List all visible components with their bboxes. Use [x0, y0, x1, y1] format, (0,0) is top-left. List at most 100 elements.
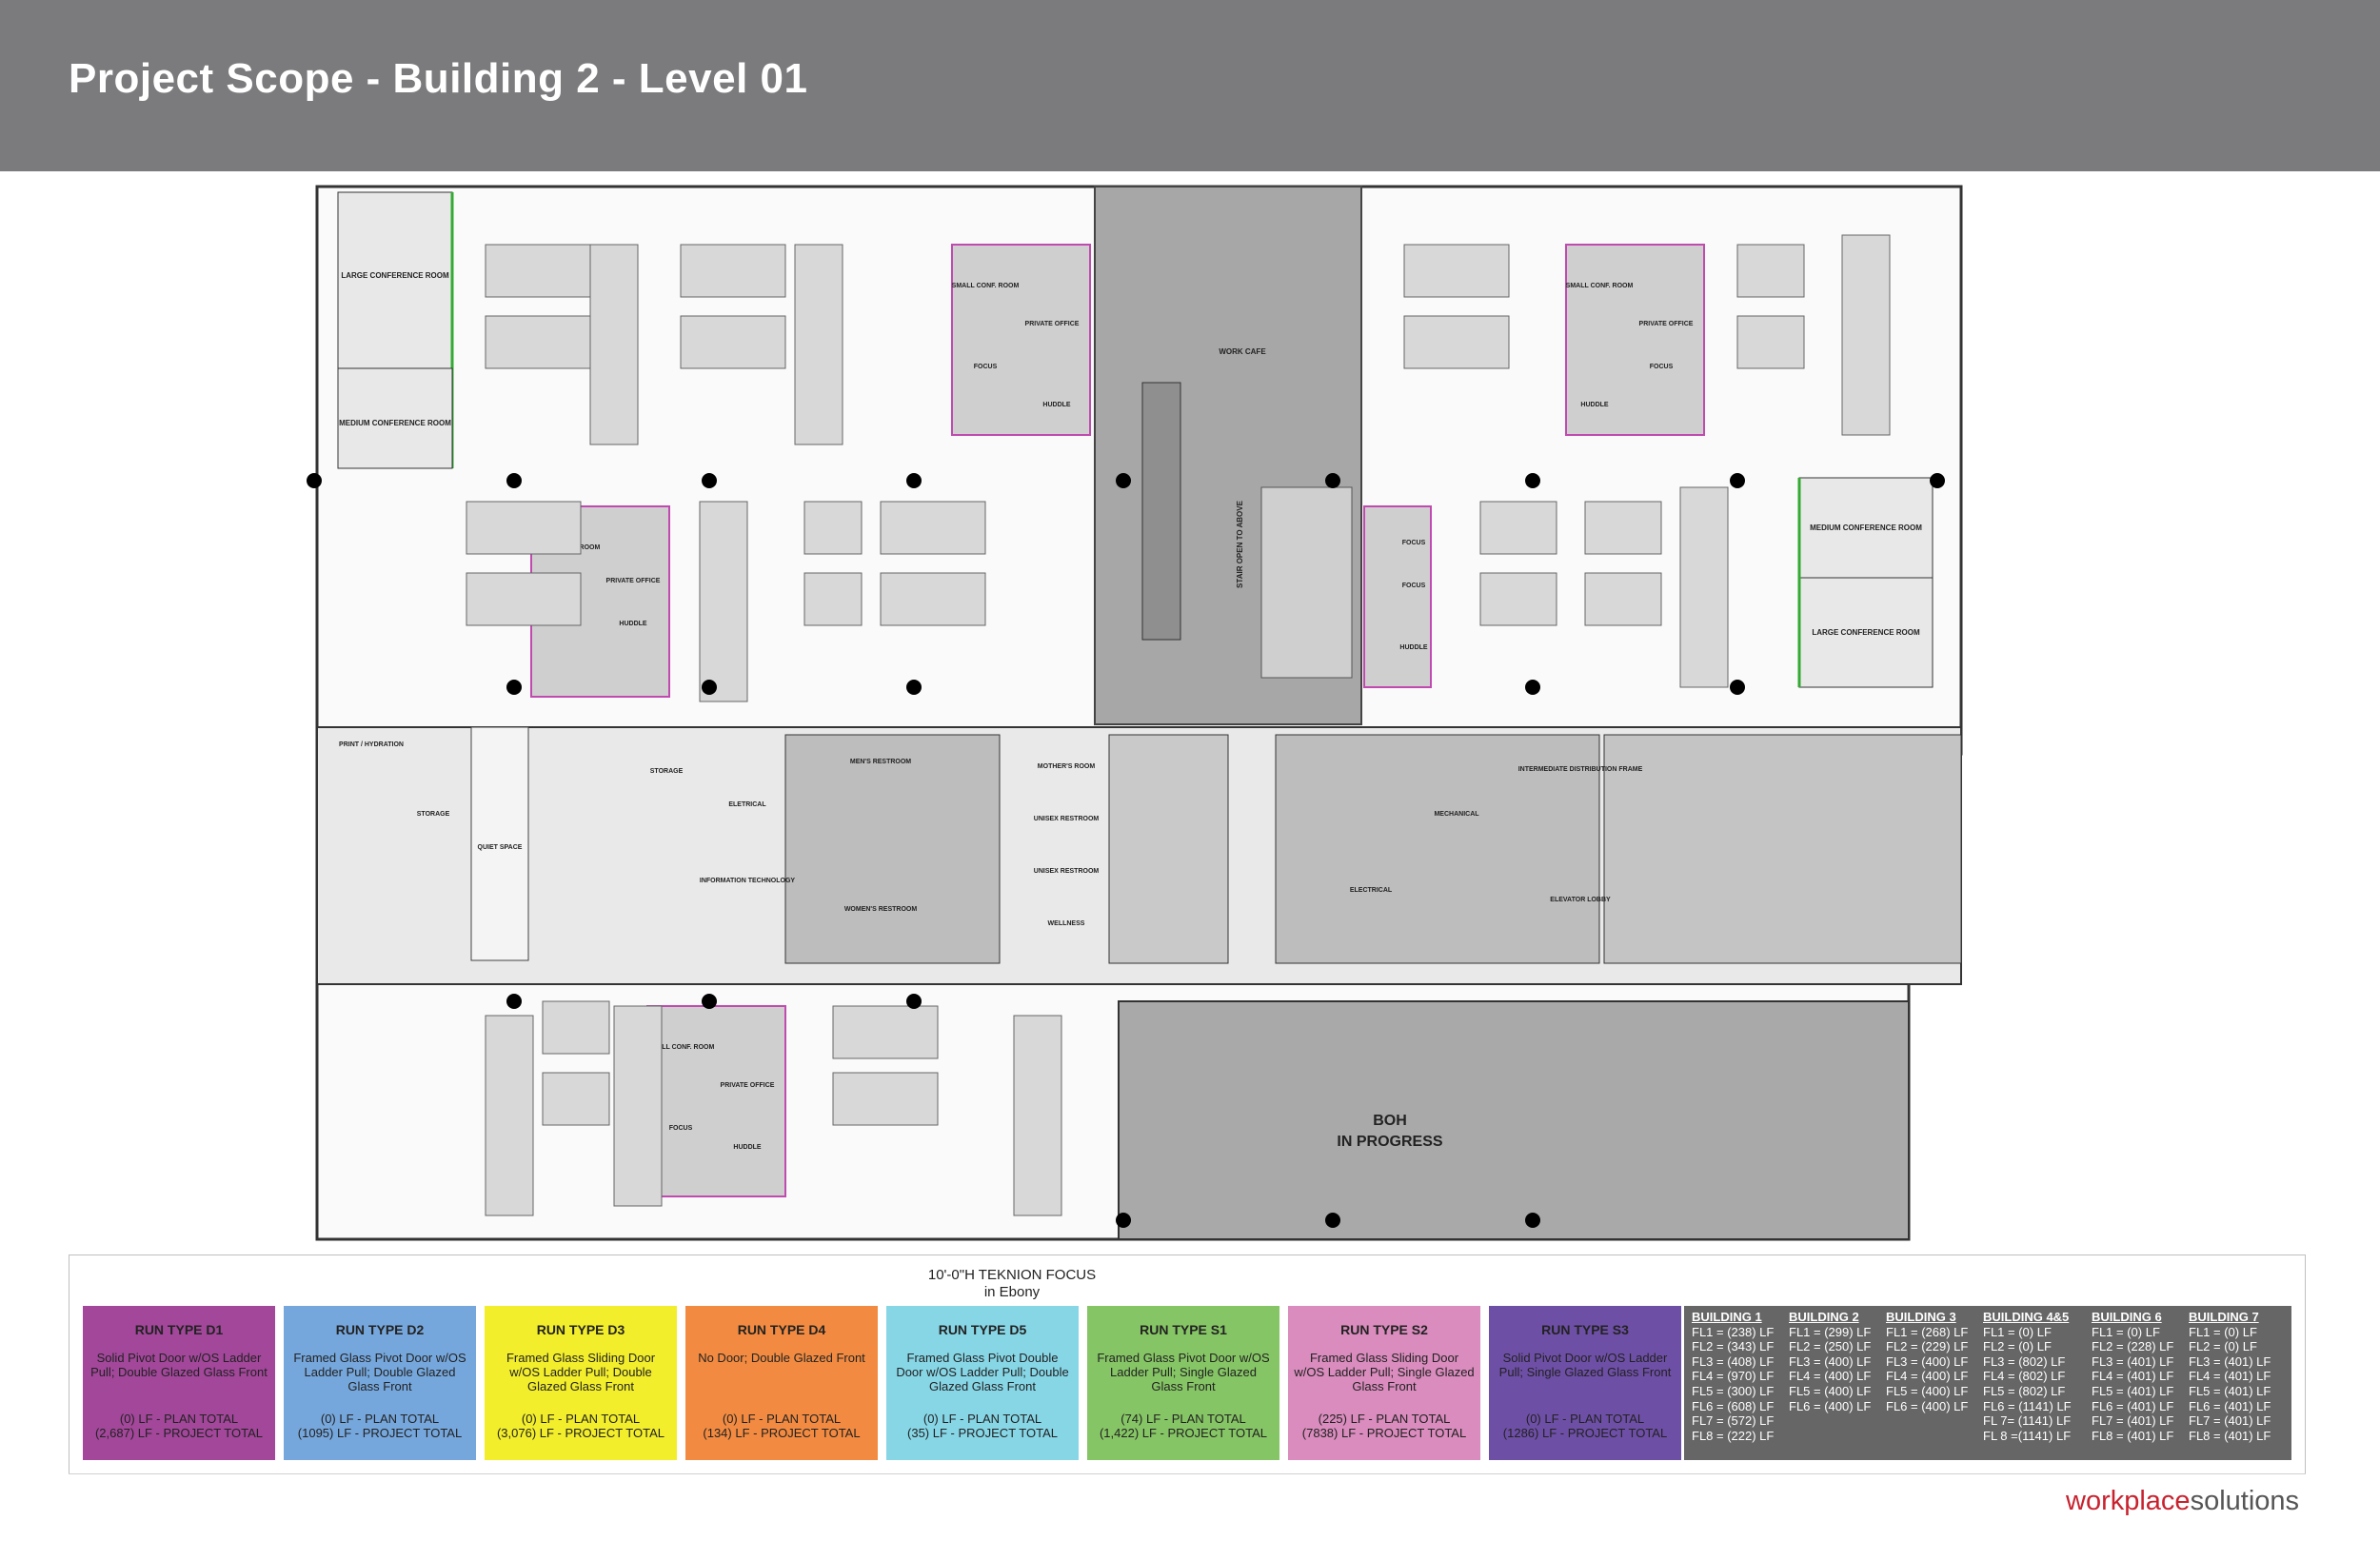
columns	[307, 473, 1945, 1228]
run-type-d2: RUN TYPE D2 Framed Glass Pivot Door w/OS…	[284, 1306, 476, 1460]
storage-label-2: STORAGE	[650, 768, 684, 775]
plan-total: (0) LF - PLAN TOTAL	[1525, 1412, 1645, 1426]
building-name: BUILDING 7	[2189, 1310, 2259, 1324]
medium-conference-room-2	[1798, 477, 1934, 579]
mechanical-label: MECHANICAL	[1434, 811, 1479, 818]
floor-total: FL1 = (0) LF	[2092, 1324, 2160, 1339]
work-cafe-label: WORK CAFE	[1219, 347, 1266, 356]
focus-label-2: FOCUS	[1650, 364, 1674, 370]
caption-line-2: in Ebony	[983, 1284, 1041, 1300]
building-7-column: BUILDING 7 FL1 = (0) LF FL2 = (0) LF FL3…	[2189, 1310, 2271, 1443]
floor-total: FL5 = (300) LF	[1692, 1383, 1775, 1398]
floor-total: FL8 = (401) LF	[2189, 1428, 2271, 1443]
floor-total: FL6 = (401) LF	[2092, 1398, 2174, 1413]
run-type-d4: RUN TYPE D4 No Door; Double Glazed Front…	[685, 1306, 878, 1460]
floor-total: FL5 = (802) LF	[1983, 1383, 2066, 1398]
wellness-label: WELLNESS	[1048, 920, 1085, 927]
floor-total: FL2 = (250) LF	[1789, 1339, 1872, 1354]
focus-label-4: FOCUS	[669, 1125, 693, 1132]
floor-total: FL 7= (1141) LF	[1983, 1413, 2072, 1429]
private-office-label-2: PRIVATE OFFICE	[1639, 321, 1694, 327]
building-2-column: BUILDING 2 FL1 = (299) LF FL2 = (250) LF…	[1789, 1310, 1871, 1413]
boh-area	[1118, 1000, 1910, 1240]
run-type-s3: RUN TYPE S3 Solid Pivot Door w/OS Ladder…	[1489, 1306, 1681, 1460]
plan-total: (0) LF - PLAN TOTAL	[722, 1412, 842, 1426]
run-description: No Door; Double Glazed Front	[698, 1351, 865, 1365]
large-conf-2-label: LARGE CONFERENCE ROOM	[1812, 628, 1920, 637]
huddle-label-2: HUDDLE	[1580, 402, 1608, 408]
floor-total: FL6 = (401) LF	[2189, 1398, 2271, 1413]
floor-plan: WORK CAFE STAIR OPEN TO ABOVE LARGE CONF…	[290, 183, 1963, 1247]
run-type-s2: RUN TYPE S2 Framed Glass Sliding Door w/…	[1288, 1306, 1480, 1460]
project-total: (1,422) LF - PROJECT TOTAL	[1099, 1426, 1268, 1440]
floor-total: FL3 = (400) LF	[1789, 1353, 1872, 1369]
floor-total: FL5 = (401) LF	[2189, 1383, 2271, 1398]
building-1-column: BUILDING 1 FL1 = (238) LF FL2 = (343) LF…	[1692, 1310, 1774, 1443]
floor-total: FL3 = (802) LF	[1983, 1353, 2066, 1369]
floor-total: FL1 = (0) LF	[1983, 1324, 2052, 1339]
project-total: (35) LF - PROJECT TOTAL	[907, 1426, 1058, 1440]
building-4-5-column: BUILDING 4&5 FL1 = (0) LF FL2 = (0) LF F…	[1983, 1310, 2072, 1443]
print-label: PRINT / HYDRATION	[339, 741, 404, 748]
floor-total: FL7 = (401) LF	[2092, 1413, 2174, 1429]
large-conference-room-1	[337, 191, 453, 369]
floor-total: FL4 = (802) LF	[1983, 1369, 2066, 1384]
floor-total: FL5 = (400) LF	[1789, 1383, 1872, 1398]
building-totals-table: BUILDING 1 FL1 = (238) LF FL2 = (343) LF…	[1684, 1306, 2291, 1460]
run-type-label: RUN TYPE D2	[335, 1322, 425, 1337]
mens-restroom-label: MEN'S RESTROOM	[850, 759, 911, 765]
office-cluster-1: SMALL CONF. ROOM PRIVATE OFFICE FOCUS HU…	[951, 244, 1091, 436]
mothers-room-label: MOTHER'S ROOM	[1038, 763, 1096, 770]
project-total: (3,076) LF - PROJECT TOTAL	[496, 1426, 665, 1440]
floor-total: FL1 = (238) LF	[1692, 1324, 1775, 1339]
private-office-label-3: PRIVATE OFFICE	[606, 578, 661, 584]
plan-total: (0) LF - PLAN TOTAL	[119, 1412, 239, 1426]
floor-total: FL7 = (572) LF	[1692, 1413, 1775, 1429]
legend-panel: 10'-0"H TEKNION FOCUS in Ebony RUN TYPE …	[69, 1255, 2306, 1473]
floor-total: FL6 = (1141) LF	[1983, 1398, 2072, 1413]
medium-conference-room-1	[337, 367, 453, 469]
medium-conf-1-label: MEDIUM CONFERENCE ROOM	[339, 419, 451, 427]
run-description: Framed Glass Sliding Door w/OS Ladder Pu…	[506, 1351, 656, 1393]
office-cluster-4: SMALL CONF. ROOM PRIVATE OFFICE FOCUS HU…	[646, 1005, 786, 1197]
run-type-label: RUN TYPE D5	[938, 1322, 1027, 1337]
elevator-lobby-label: ELEVATOR LOBBY	[1550, 897, 1611, 903]
run-type-label: RUN TYPE S1	[1140, 1322, 1227, 1337]
header-bar: Project Scope - Building 2 - Level 01	[0, 0, 2380, 171]
private-office-label-1: PRIVATE OFFICE	[1025, 321, 1080, 327]
floor-total: FL6 = (400) LF	[1886, 1398, 1969, 1413]
small-conf-label-1: SMALL CONF. ROOM	[952, 283, 1020, 289]
legend-caption: 10'-0"H TEKNION FOCUS in Ebony	[774, 1267, 1250, 1301]
plan-total: (0) LF - PLAN TOTAL	[922, 1412, 1042, 1426]
run-description: Framed Glass Pivot Double Door w/OS Ladd…	[896, 1351, 1069, 1393]
building-3-column: BUILDING 3 FL1 = (268) LF FL2 = (229) LF…	[1886, 1310, 1968, 1413]
huddle-label-1: HUDDLE	[1042, 402, 1070, 408]
office-cluster-2: SMALL CONF. ROOM PRIVATE OFFICE FOCUS HU…	[1565, 244, 1705, 436]
focus-label-6: FOCUS	[1402, 583, 1426, 589]
project-total: (7838) LF - PROJECT TOTAL	[1301, 1426, 1467, 1440]
building-name: BUILDING 6	[2092, 1310, 2162, 1324]
floor-total: FL4 = (401) LF	[2189, 1369, 2271, 1384]
floor-total: FL2 = (229) LF	[1886, 1339, 1969, 1354]
run-description: Solid Pivot Door w/OS Ladder Pull; Singl…	[1498, 1351, 1672, 1379]
run-type-label: RUN TYPE D4	[737, 1322, 826, 1337]
project-total: (1286) LF - PROJECT TOTAL	[1502, 1426, 1668, 1440]
footer-divider	[69, 1473, 2306, 1474]
run-type-label: RUN TYPE S2	[1340, 1322, 1428, 1337]
building-name: BUILDING 2	[1789, 1310, 1859, 1324]
focus-label-1: FOCUS	[974, 364, 998, 370]
large-conf-1-label: LARGE CONFERENCE ROOM	[341, 271, 449, 280]
storage-label: STORAGE	[417, 811, 450, 818]
floor-total: FL6 = (608) LF	[1692, 1398, 1775, 1413]
plan-total: (0) LF - PLAN TOTAL	[521, 1412, 641, 1426]
project-total: (2,687) LF - PROJECT TOTAL	[94, 1426, 264, 1440]
run-description: Framed Glass Sliding Door w/OS Ladder Pu…	[1294, 1351, 1475, 1393]
logo-solutions: solutions	[2190, 1486, 2300, 1516]
floor-total: FL2 = (0) LF	[1983, 1339, 2052, 1354]
small-conf-label-2: SMALL CONF. ROOM	[1566, 283, 1634, 289]
floor-total: FL5 = (400) LF	[1886, 1383, 1969, 1398]
stair	[1141, 382, 1181, 641]
mechanical-room	[1275, 734, 1600, 964]
floor-total: FL8 = (222) LF	[1692, 1428, 1775, 1443]
focus-huddle-cluster: FOCUS FOCUS HUDDLE	[1363, 505, 1432, 688]
